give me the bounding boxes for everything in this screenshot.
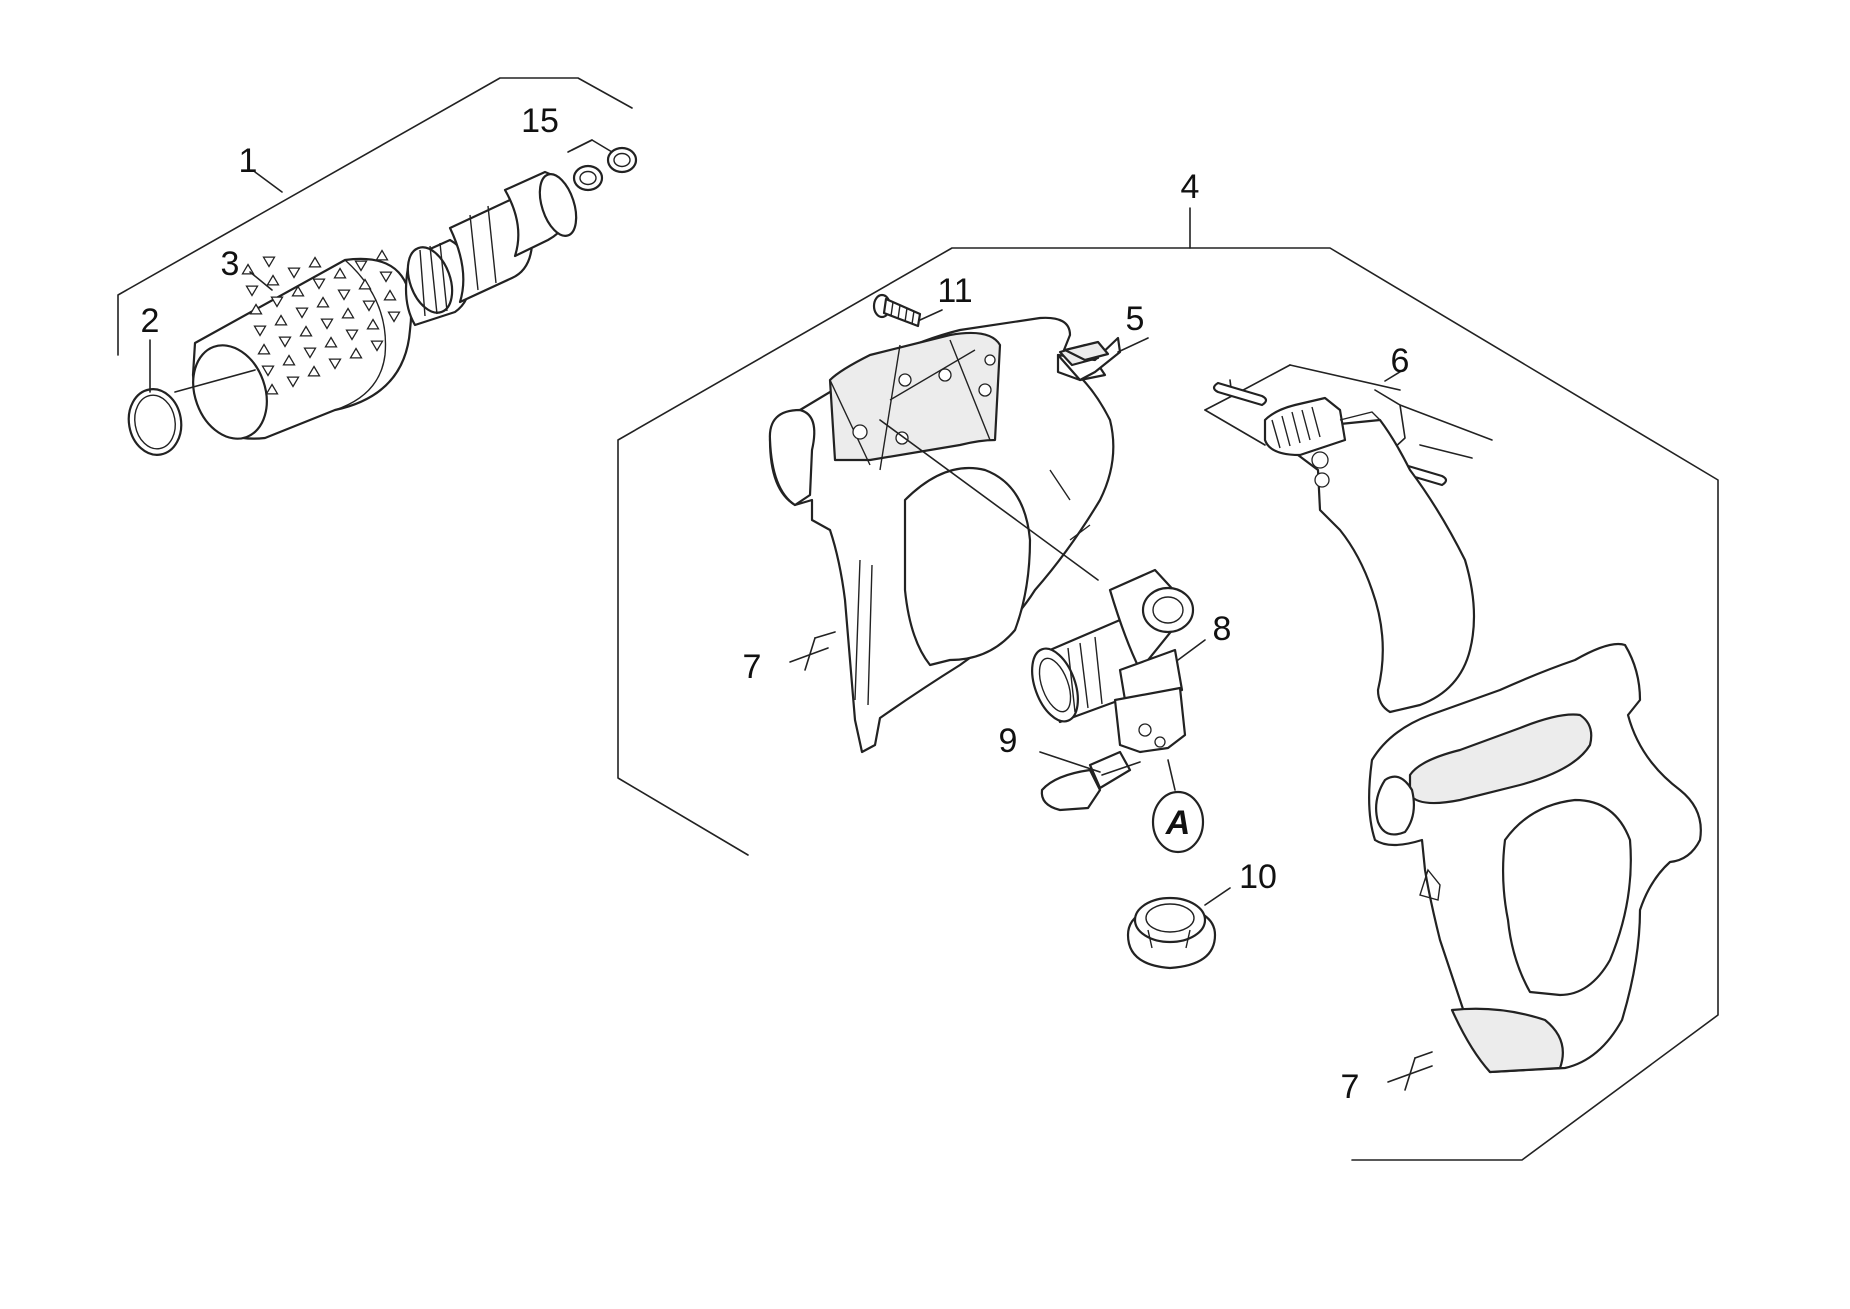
group-1-bracket [117, 77, 633, 356]
part-2-circlip [127, 339, 183, 456]
label-part-11: 11 [937, 272, 972, 310]
left-housing-half [768, 316, 1115, 754]
leader-11 [879, 419, 1099, 581]
part-7-marker-left [789, 631, 836, 671]
pin-upper-left [1212, 381, 1268, 407]
part-7-marker-right [1387, 1051, 1433, 1091]
label-part-9: 9 [999, 722, 1018, 760]
label-part-3: 3 [221, 245, 240, 283]
part-8-elbow-fitting [1031, 568, 1206, 754]
part-5-button [1056, 336, 1149, 382]
label-part-7-left: 7 [743, 648, 762, 686]
label-part-8: 8 [1213, 610, 1232, 648]
part-6-trigger-bracket [1204, 364, 1493, 459]
label-part-10: 10 [1239, 858, 1277, 896]
reference-marker-a: A [1151, 759, 1205, 854]
label-part-2: 2 [141, 302, 160, 340]
part-9-clip [1039, 750, 1141, 812]
leader-1 [254, 171, 283, 193]
part-11-screw [872, 293, 943, 328]
label-part-5: 5 [1126, 300, 1145, 338]
part-6-trigger [1263, 396, 1476, 714]
label-part-1: 1 [239, 142, 258, 180]
part-10-nut [1126, 896, 1217, 970]
group-4-outline [617, 247, 1719, 1161]
part-15-o-rings [567, 139, 638, 192]
right-housing-half [1368, 642, 1702, 1074]
leader-10 [1204, 887, 1231, 906]
sleeve-perforations [241, 249, 401, 395]
label-part-15: 15 [521, 102, 559, 140]
part-3-perforated-sleeve [174, 249, 413, 440]
label-part-7-right: 7 [1341, 1068, 1360, 1106]
marker-a-letter: A [1165, 804, 1191, 842]
label-part-6: 6 [1391, 342, 1410, 380]
label-part-4: 4 [1181, 168, 1200, 206]
nozzle-fitting [404, 170, 578, 327]
